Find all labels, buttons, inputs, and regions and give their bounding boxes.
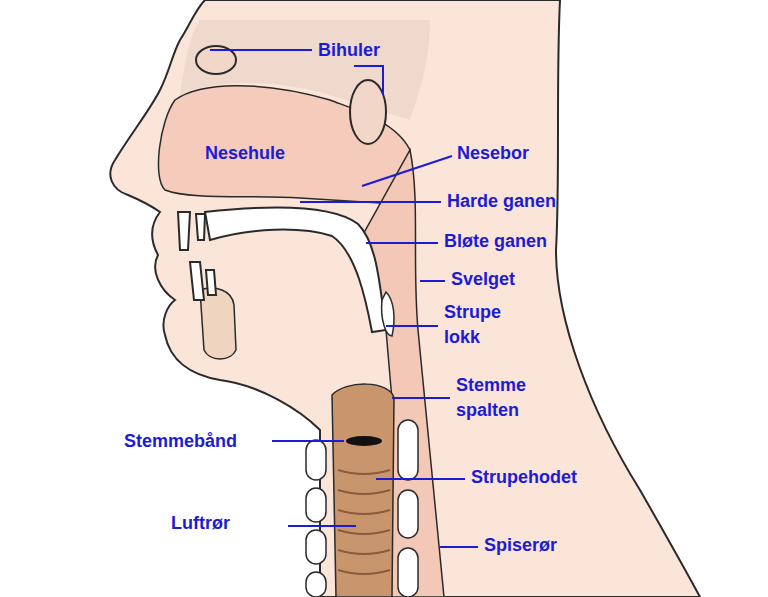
part-label: Nesebor [457, 142, 529, 164]
jaw-bone [200, 288, 236, 359]
part-label: Bløte ganen [444, 230, 547, 252]
part-label: Bihuler [318, 39, 380, 61]
part-label: Strupe lokk [444, 300, 501, 350]
part-label: Nesehule [205, 142, 285, 164]
part-label: Svelget [451, 268, 515, 290]
sphenoid-sinus [350, 80, 386, 144]
vocal-cords [346, 436, 382, 446]
part-label: Spiserør [484, 534, 557, 556]
head-outline [110, 0, 700, 597]
epiglottis [382, 292, 394, 336]
trachea-rings [338, 470, 390, 574]
trachea [332, 384, 394, 597]
part-label: Luftrør [171, 512, 230, 534]
part-label: Harde ganen [447, 190, 556, 212]
leader-lines [210, 50, 478, 547]
vertebrae [306, 420, 418, 597]
part-label: Strupehodet [471, 466, 577, 488]
part-label: Stemme spalten [456, 373, 526, 423]
lower-teeth [190, 262, 216, 300]
part-label: Stemmebånd [124, 430, 237, 452]
upper-teeth [178, 212, 205, 250]
